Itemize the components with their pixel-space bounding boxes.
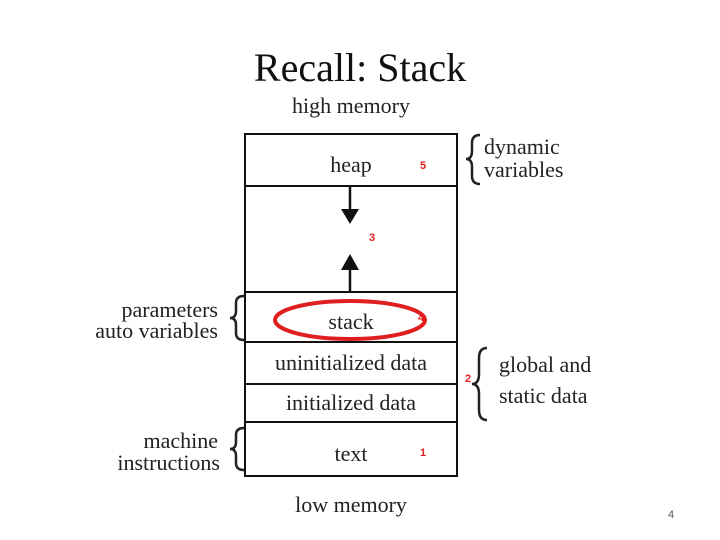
heap-number: 5 [420,160,427,172]
data-number: 2 [465,373,472,385]
text-box [244,421,458,477]
heap-label: heap [330,152,372,177]
slide-title: Recall: Stack [253,45,467,90]
machine-label-line1: machine [143,428,218,453]
text-number: 1 [420,447,427,459]
gap-number: 3 [369,232,376,244]
machine-brace-icon [229,426,245,472]
dynamic-label-line1: dynamic [484,134,560,159]
stack-growth-arrow [341,254,359,291]
params-label-line1: parameters [121,297,219,322]
stack-highlight-ellipse [273,299,427,341]
low-memory-label: low memory [295,492,407,517]
global-label-line1: global and [499,352,592,377]
high-memory-label: high memory [292,93,410,118]
initialized-data-label: initialized data [285,390,417,415]
page-number: 4 [668,509,675,521]
stack-label: stack [328,309,374,334]
stack-number: 4 [418,312,425,324]
global-brace-icon [471,346,488,422]
params-label-line2: auto variables [95,318,218,343]
params-brace-icon [229,294,245,342]
dynamic-label-line2: variables [484,157,564,182]
heap-growth-arrow [341,187,359,224]
machine-label-line2: instructions [117,450,220,475]
global-label-line2: static data [499,383,588,408]
dynamic-brace-icon [465,133,481,186]
uninitialized-data-label: uninitialized data [274,350,428,375]
text-label: text [334,441,368,466]
